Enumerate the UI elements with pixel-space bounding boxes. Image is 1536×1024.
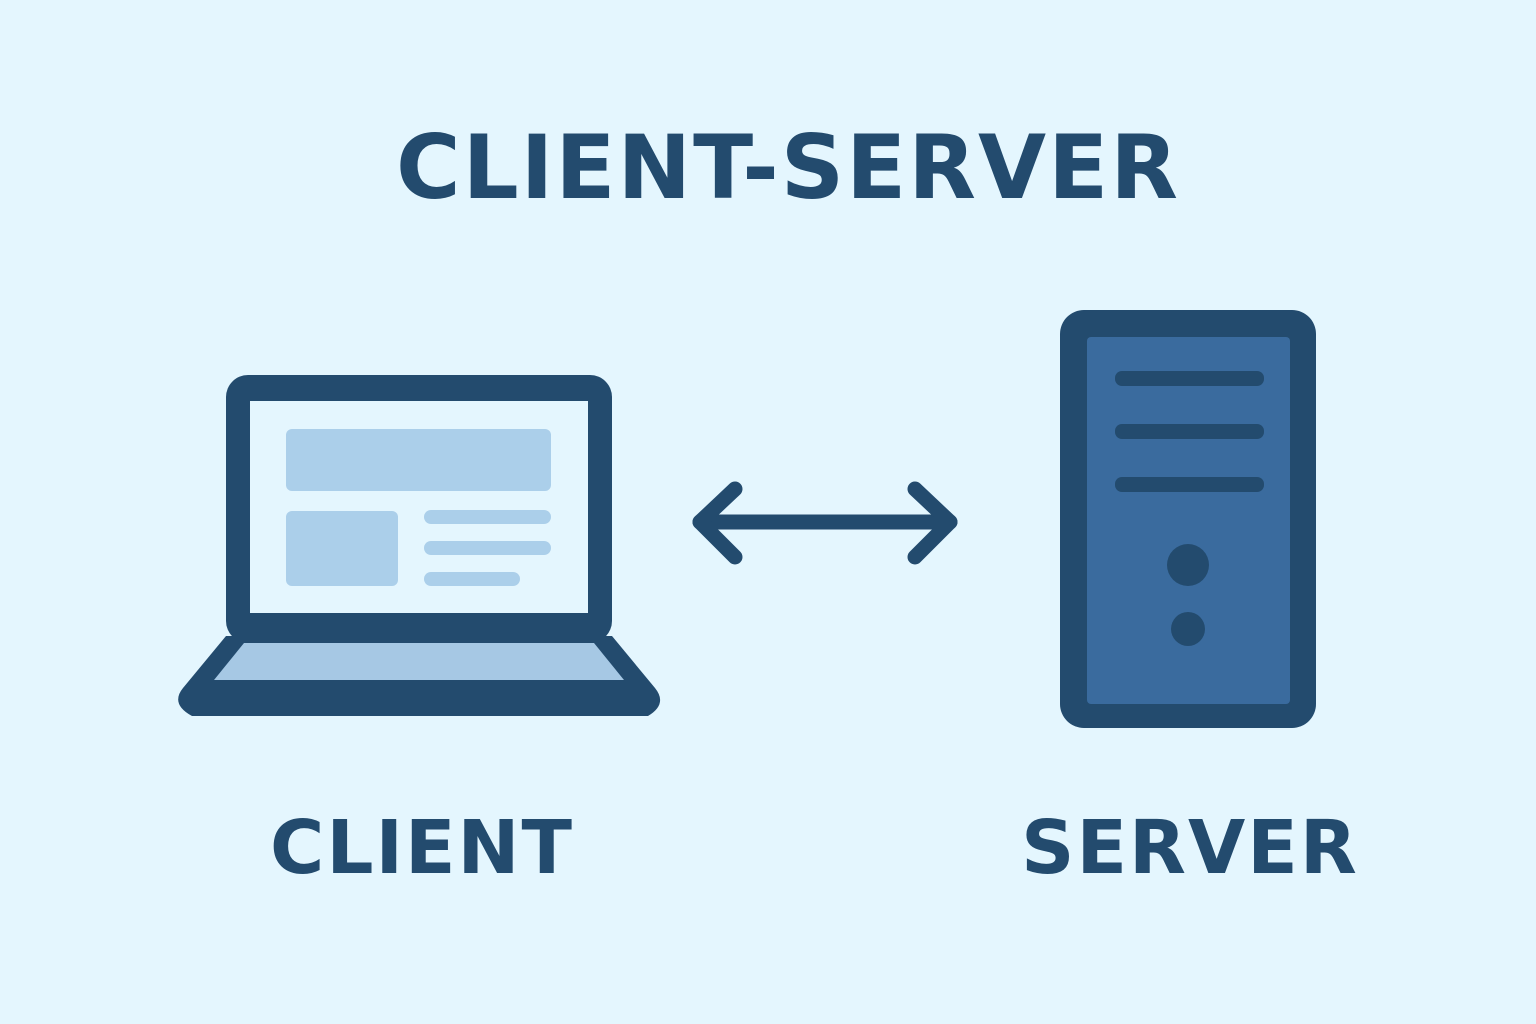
arrow-head-right — [907, 481, 958, 565]
server-tower-icon — [1060, 310, 1316, 728]
arrow-head-left — [692, 481, 743, 565]
server-status-light — [1171, 612, 1205, 646]
laptop-keyboard-deck — [214, 643, 624, 680]
server-drive-slot — [1115, 424, 1264, 439]
server-power-button — [1167, 544, 1209, 586]
diagram-title: CLIENT-SERVER — [395, 116, 1180, 219]
screen-text-line — [424, 572, 520, 586]
screen-text-line — [424, 510, 551, 524]
server-label: SERVER — [1021, 805, 1359, 891]
server-front-panel — [1087, 337, 1290, 704]
server-drive-slot — [1115, 477, 1264, 492]
double-arrow-icon — [692, 481, 958, 565]
screen-image-block — [286, 511, 398, 586]
screen-text-line — [424, 541, 551, 555]
screen-header-block — [286, 429, 551, 491]
server-drive-slot — [1115, 371, 1264, 386]
client-label: CLIENT — [270, 805, 574, 891]
laptop-icon — [178, 375, 661, 716]
